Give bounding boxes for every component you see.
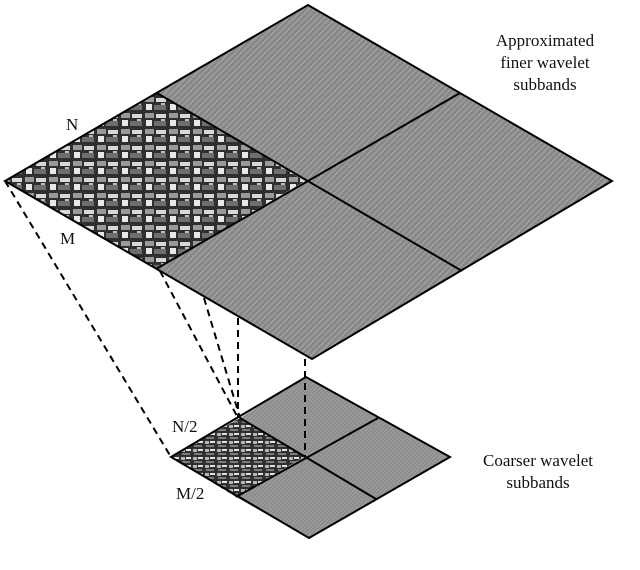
label-m-half: M/2 — [176, 484, 205, 503]
caption-coarser-line-1: Coarser wavelet — [483, 451, 593, 470]
coarse-grid-outline — [169, 375, 453, 540]
coarse-subband-top — [240, 377, 378, 457]
caption-finer-line-3: subbands — [513, 75, 577, 94]
caption-coarser-subbands: Coarser wavelet subbands — [458, 450, 618, 494]
label-n: N — [66, 115, 79, 134]
caption-finer-line-2: finer wavelet — [500, 53, 590, 72]
caption-finer-line-1: Approximated — [495, 31, 595, 50]
caption-finer-subbands: Approximated finer wavelet subbands — [465, 30, 625, 96]
fine-grid-outline — [3, 3, 614, 361]
label-n-half: N/2 — [172, 417, 198, 436]
caption-coarser-line-2: subbands — [506, 473, 570, 492]
label-m: M — [60, 229, 76, 248]
projection-lines — [4, 180, 306, 458]
